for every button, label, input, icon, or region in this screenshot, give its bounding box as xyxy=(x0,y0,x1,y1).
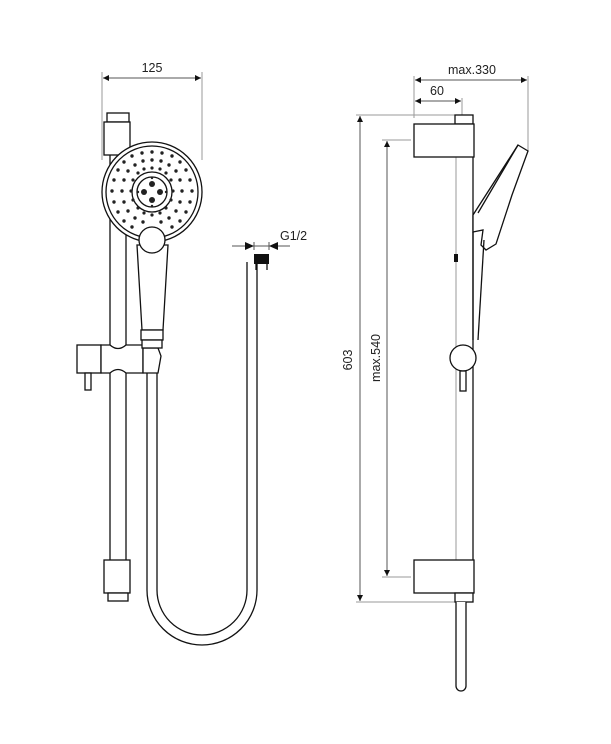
side-view: max.330 60 603 max.540 xyxy=(341,63,529,692)
dimension-head-width: 125 xyxy=(101,61,203,160)
dimension-rail-height: 603 xyxy=(341,114,456,603)
slider-holder xyxy=(76,339,163,391)
shower-hose xyxy=(146,262,258,646)
hand-shower-handle xyxy=(136,244,169,341)
hose-outlet xyxy=(455,602,467,692)
bottom-wall-bracket xyxy=(413,559,475,603)
dimension-label-max330: max.330 xyxy=(448,63,496,77)
dimension-hose-connector: G1/2 xyxy=(232,229,307,250)
dimension-max-height: max.540 xyxy=(369,139,411,578)
hose-nut xyxy=(254,254,269,270)
dimension-label-60: 60 xyxy=(430,84,444,98)
dimension-wall-offset: 60 xyxy=(415,84,463,116)
top-wall-bracket xyxy=(413,114,475,158)
slider-knob xyxy=(449,344,477,392)
front-view: 125 xyxy=(76,61,307,646)
dimension-label-603: 603 xyxy=(341,350,355,371)
bottom-rail-bracket xyxy=(103,559,131,602)
dimension-label-125: 125 xyxy=(142,61,163,75)
hand-shower-side xyxy=(472,144,529,341)
dimension-label-g12: G1/2 xyxy=(280,229,307,243)
dimension-label-max540: max.540 xyxy=(369,334,383,382)
dimension-max-projection: max.330 xyxy=(413,63,529,152)
hand-shower-head xyxy=(101,141,203,254)
